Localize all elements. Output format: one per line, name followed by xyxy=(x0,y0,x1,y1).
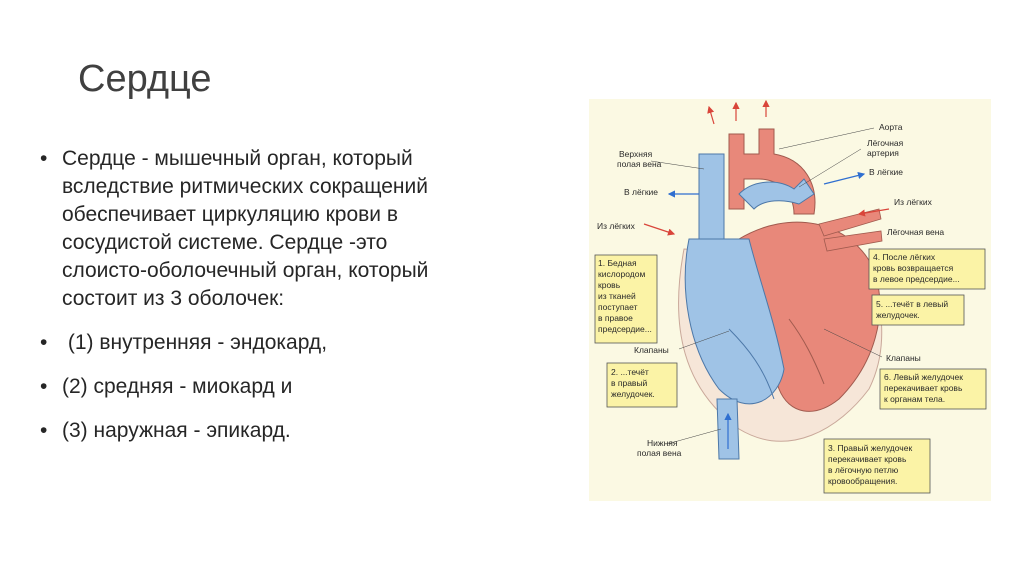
bullet-dot: • xyxy=(40,419,48,442)
bullet-dot: • xyxy=(40,147,48,170)
svg-text:2. ...течёт: 2. ...течёт xyxy=(611,367,649,377)
bullet-item: • Сердце - мышечный орган, который вслед… xyxy=(38,145,558,313)
svg-text:1. Бедная: 1. Бедная xyxy=(598,258,637,268)
label-from-lungs-right: Из лёгких xyxy=(894,197,933,207)
info-box-1: 1. Бедная кислородом кровь из тканей пос… xyxy=(594,254,658,344)
bullet-line: обеспечивает циркуляцию крови в xyxy=(62,203,398,226)
svg-text:поступает: поступает xyxy=(598,302,638,312)
info-box-6: 6. Левый желудочек перекачивает кровь к … xyxy=(879,368,987,410)
bullet-line: Сердце - мышечный орган, который xyxy=(62,147,413,170)
bullet-line: вследствие ритмических сокращений xyxy=(62,175,428,198)
valve-shape xyxy=(788,318,825,385)
svg-text:к органам тела.: к органам тела. xyxy=(884,394,945,404)
superior-vena-cava-shape xyxy=(698,153,725,240)
label-to-lungs-right: В лёгкие xyxy=(869,167,903,177)
svg-text:в правое: в правое xyxy=(598,313,633,323)
label-to-lungs-left: В лёгкие xyxy=(624,187,658,197)
svg-text:кислородом: кислородом xyxy=(598,269,645,279)
pulmonary-vein-shape xyxy=(823,230,883,252)
svg-text:желудочек.: желудочек. xyxy=(611,389,655,399)
bullet-item: • (2) средняя - миокард и xyxy=(38,373,558,401)
svg-text:из тканей: из тканей xyxy=(598,291,636,301)
svg-text:3. Правый желудочек: 3. Правый желудочек xyxy=(828,443,912,453)
svg-text:5. ...течёт в левый: 5. ...течёт в левый xyxy=(876,299,948,309)
svg-text:кровообращения.: кровообращения. xyxy=(828,476,897,486)
arrow-right-icon xyxy=(823,171,866,185)
label-from-lungs-left: Из лёгких xyxy=(597,221,636,231)
info-box-3: 3. Правый желудочек перекачивает кровь в… xyxy=(823,438,931,494)
leader-line xyxy=(666,428,722,445)
label-inferior-vena-cava: Нижняя xyxy=(647,438,678,448)
svg-text:в правый: в правый xyxy=(611,378,648,388)
valve-shape xyxy=(728,328,775,400)
label-aorta: Аорта xyxy=(879,122,903,132)
bullet-line: сосудистой системе. Сердце -это xyxy=(62,231,388,254)
svg-text:6. Левый желудочек: 6. Левый желудочек xyxy=(884,372,963,382)
label-pulmonary-artery: Лёгочная xyxy=(867,138,904,148)
pulmonary-artery-shape xyxy=(738,178,815,210)
svg-text:желудочек.: желудочек. xyxy=(876,310,920,320)
leader-line xyxy=(798,148,862,188)
bullet-text: (2) средняя - миокард и xyxy=(62,375,293,398)
svg-text:4. После лёгких: 4. После лёгких xyxy=(873,252,936,262)
leader-line xyxy=(678,330,730,350)
heart-diagram: Аорта Лёгочная артерия В лёгкие Из лёгки… xyxy=(589,99,991,501)
heart-diagram-svg: Аорта Лёгочная артерия В лёгкие Из лёгки… xyxy=(594,99,987,494)
label-superior-vena-cava: Верхняя xyxy=(619,149,653,159)
arrow-left-icon xyxy=(857,208,890,217)
svg-text:кровь возвращается: кровь возвращается xyxy=(873,263,954,273)
bullet-text: (3) наружная - эпикард. xyxy=(62,419,291,442)
right-heart-shape xyxy=(684,238,785,405)
info-box-5: 5. ...течёт в левый желудочек. xyxy=(871,294,965,326)
leader-line xyxy=(823,328,883,358)
svg-text:в левое предсердие...: в левое предсердие... xyxy=(873,274,960,284)
bullet-line: слоисто-оболочечный орган, который xyxy=(62,259,429,282)
bullet-item: • (3) наружная - эпикард. xyxy=(38,417,558,445)
svg-text:перекачивает кровь: перекачивает кровь xyxy=(828,454,907,464)
label-pulmonary-vein: Лёгочная вена xyxy=(887,227,944,237)
svg-text:в лёгочную петлю: в лёгочную петлю xyxy=(828,465,899,475)
leader-line xyxy=(778,127,875,150)
svg-text:кровь: кровь xyxy=(598,280,621,290)
label-valves-left: Клапаны xyxy=(634,345,669,355)
bullet-dot: • xyxy=(40,331,48,354)
label-valves-right: Клапаны xyxy=(886,353,921,363)
leader-line xyxy=(650,160,705,170)
arrow-up-icon xyxy=(707,105,715,125)
svg-text:перекачивает кровь: перекачивает кровь xyxy=(884,383,963,393)
bullet-text: (1) внутренняя - эндокард, xyxy=(62,331,328,354)
bullet-item: • (1) внутренняя - эндокард, xyxy=(38,329,558,357)
arrow-right-icon xyxy=(643,223,676,236)
label-pulmonary-artery: артерия xyxy=(867,148,899,158)
svg-text:предсердие...: предсердие... xyxy=(598,324,652,334)
info-box-4: 4. После лёгких кровь возвращается в лев… xyxy=(868,248,986,290)
label-superior-vena-cava: полая вена xyxy=(617,159,662,169)
slide-title: Сердце xyxy=(78,58,212,100)
bullet-dot: • xyxy=(40,375,48,398)
bullet-list: • Сердце - мышечный орган, который вслед… xyxy=(38,145,558,445)
info-box-2: 2. ...течёт в правый желудочек. xyxy=(606,362,678,408)
bullet-line: состоит из 3 оболочек: xyxy=(62,287,285,310)
label-inferior-vena-cava: полая вена xyxy=(637,448,682,458)
